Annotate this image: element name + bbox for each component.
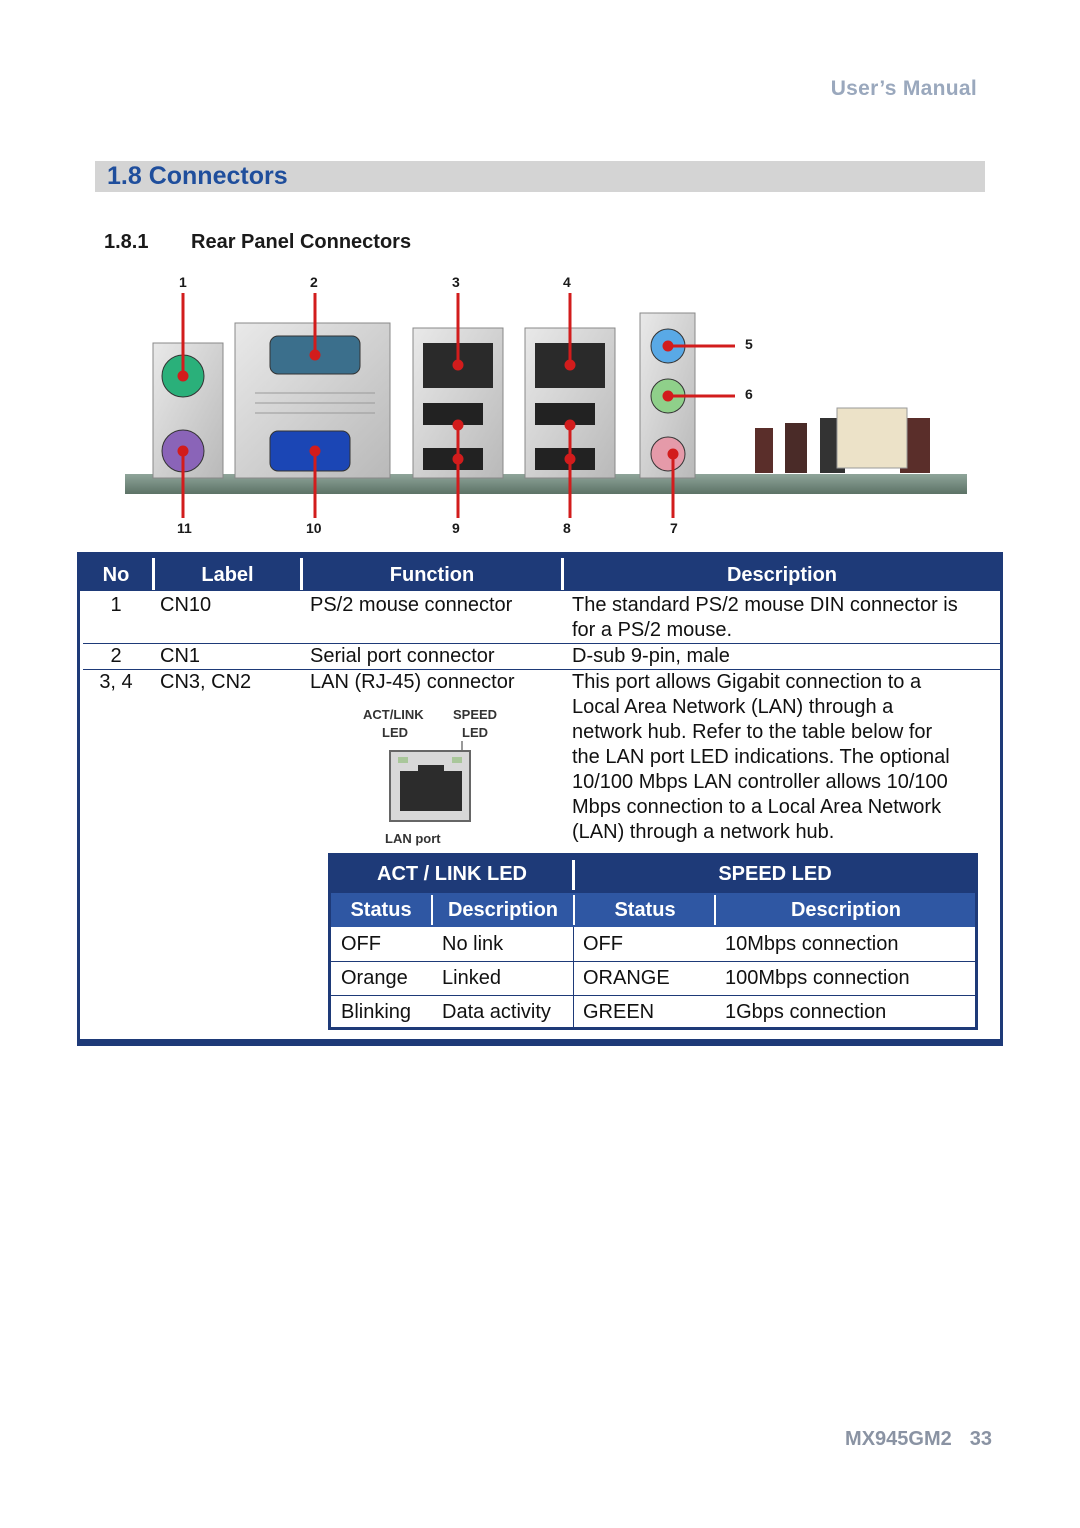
callout-7: 7: [670, 520, 678, 536]
row3-desc-line2: Local Area Network (LAN) through a: [572, 696, 894, 718]
led-r3-desc: Data activity: [442, 1001, 551, 1023]
header-separator: [300, 558, 303, 590]
lan-fig-actlink: ACT/LINK: [363, 707, 424, 722]
led-row-divider: [331, 995, 975, 996]
led-sub-header: Status Description Status Description: [331, 893, 975, 927]
led-r1-status: OFF: [341, 933, 381, 955]
led-r3-speed-desc: 1Gbps connection: [725, 1001, 887, 1023]
connector-table: No Label Function Description 1 CN10 PS/…: [77, 552, 1003, 1046]
row1-function: PS/2 mouse connector: [310, 594, 513, 616]
row3-desc-line5: 10/100 Mbps LAN controller allows 10/100: [572, 771, 948, 793]
led-r3-status: Blinking: [341, 1001, 412, 1023]
sub-status-1: Status: [350, 899, 412, 921]
manual-header: User’s Manual: [830, 77, 977, 100]
callout-11: 11: [177, 520, 192, 536]
capacitors: [755, 407, 930, 473]
sub-separator: [714, 895, 716, 925]
usb-port-1a: [423, 403, 483, 425]
col-function: Function: [389, 564, 475, 586]
speed-led-header: SPEED LED: [718, 863, 832, 885]
sub-description-1: Description: [447, 899, 559, 921]
col-label: Label: [201, 564, 254, 586]
row2-label: CN1: [160, 645, 201, 667]
sub-separator: [573, 895, 575, 925]
sub-status-2: Status: [614, 899, 676, 921]
col-description: Description: [726, 564, 838, 586]
lan-fig-port-label: LAN port: [385, 831, 441, 846]
sub-description-2: Description: [790, 899, 902, 921]
callout-2: 2: [310, 274, 318, 290]
row-divider: [83, 643, 1000, 644]
row1-desc-line2: for a PS/2 mouse.: [572, 619, 733, 641]
callout-9: 9: [452, 520, 460, 536]
row3-function: LAN (RJ-45) connector: [310, 671, 515, 693]
lan-fig-speed: SPEED: [453, 707, 498, 722]
header-separator: [152, 558, 155, 590]
row1-desc-line1: The standard PS/2 mouse DIN connector is: [572, 594, 958, 616]
led-r3-speed-status: GREEN: [583, 1001, 655, 1023]
table-bottom-border: [80, 1039, 1000, 1043]
row3-desc-line3: network hub. Refer to the table below fo…: [572, 721, 933, 743]
subsection-number: 1.8.1: [104, 231, 149, 253]
row3-desc-line4: the LAN port LED indications. The option…: [572, 746, 950, 768]
usb-port-2a: [535, 403, 595, 425]
section-title: 1.8 Connectors: [107, 162, 288, 190]
row1-no: 1: [110, 594, 122, 616]
led-column-line: [573, 927, 574, 1030]
led-r1-desc: No link: [442, 933, 504, 955]
rear-panel-figure: [125, 293, 967, 518]
group-separator: [572, 860, 575, 890]
row2-no: 2: [110, 645, 122, 667]
footer-model: MX945GM2: [845, 1428, 952, 1450]
callout-6: 6: [745, 386, 753, 402]
table-header: No Label Function Description: [80, 555, 1000, 591]
led-r2-desc: Linked: [442, 967, 501, 989]
row3-label: CN3, CN2: [160, 671, 252, 693]
col-no: No: [102, 564, 130, 586]
row3-desc-line7: (LAN) through a network hub.: [572, 821, 835, 843]
row-divider: [83, 669, 1000, 670]
act-link-led-header: ACT / LINK LED: [377, 863, 527, 885]
callout-5: 5: [745, 336, 753, 352]
footer-page-number: 33: [969, 1428, 992, 1450]
led-r1-speed-status: OFF: [583, 933, 623, 955]
row2-desc: D-sub 9-pin, male: [572, 645, 730, 667]
led-row-divider: [331, 961, 975, 962]
row3-desc-line6: Mbps connection to a Local Area Network: [572, 796, 942, 818]
led-r2-status: Orange: [341, 967, 408, 989]
row3-no: 3, 4: [99, 671, 133, 693]
callout-10: 10: [306, 520, 322, 536]
led-r2-speed-status: ORANGE: [583, 967, 670, 989]
led-r1-speed-desc: 10Mbps connection: [725, 933, 899, 955]
led-group-header: ACT / LINK LED SPEED LED: [331, 856, 975, 893]
row2-function: Serial port connector: [310, 645, 495, 667]
sub-separator: [431, 895, 433, 925]
row3-desc-line1: This port allows Gigabit connection to a: [572, 671, 922, 693]
led-status-table: ACT / LINK LED SPEED LED Status Descript…: [328, 853, 978, 1030]
lan-fig-led-left: LED: [382, 725, 408, 740]
pcb-board: [125, 474, 967, 494]
callout-1: 1: [179, 274, 187, 290]
header-separator: [561, 558, 564, 590]
callout-8: 8: [563, 520, 571, 536]
callout-3: 3: [452, 274, 460, 290]
callout-4: 4: [563, 274, 571, 290]
page-footer: MX945GM2 33: [827, 1428, 992, 1451]
lan-port-diagram: [389, 741, 471, 822]
led-r2-speed-desc: 100Mbps connection: [725, 967, 910, 989]
section-bar: 1.8 Connectors: [95, 161, 985, 192]
row1-label: CN10: [160, 594, 212, 616]
subsection-title: Rear Panel Connectors: [191, 231, 412, 253]
lan-fig-led-right: LED: [462, 725, 488, 740]
